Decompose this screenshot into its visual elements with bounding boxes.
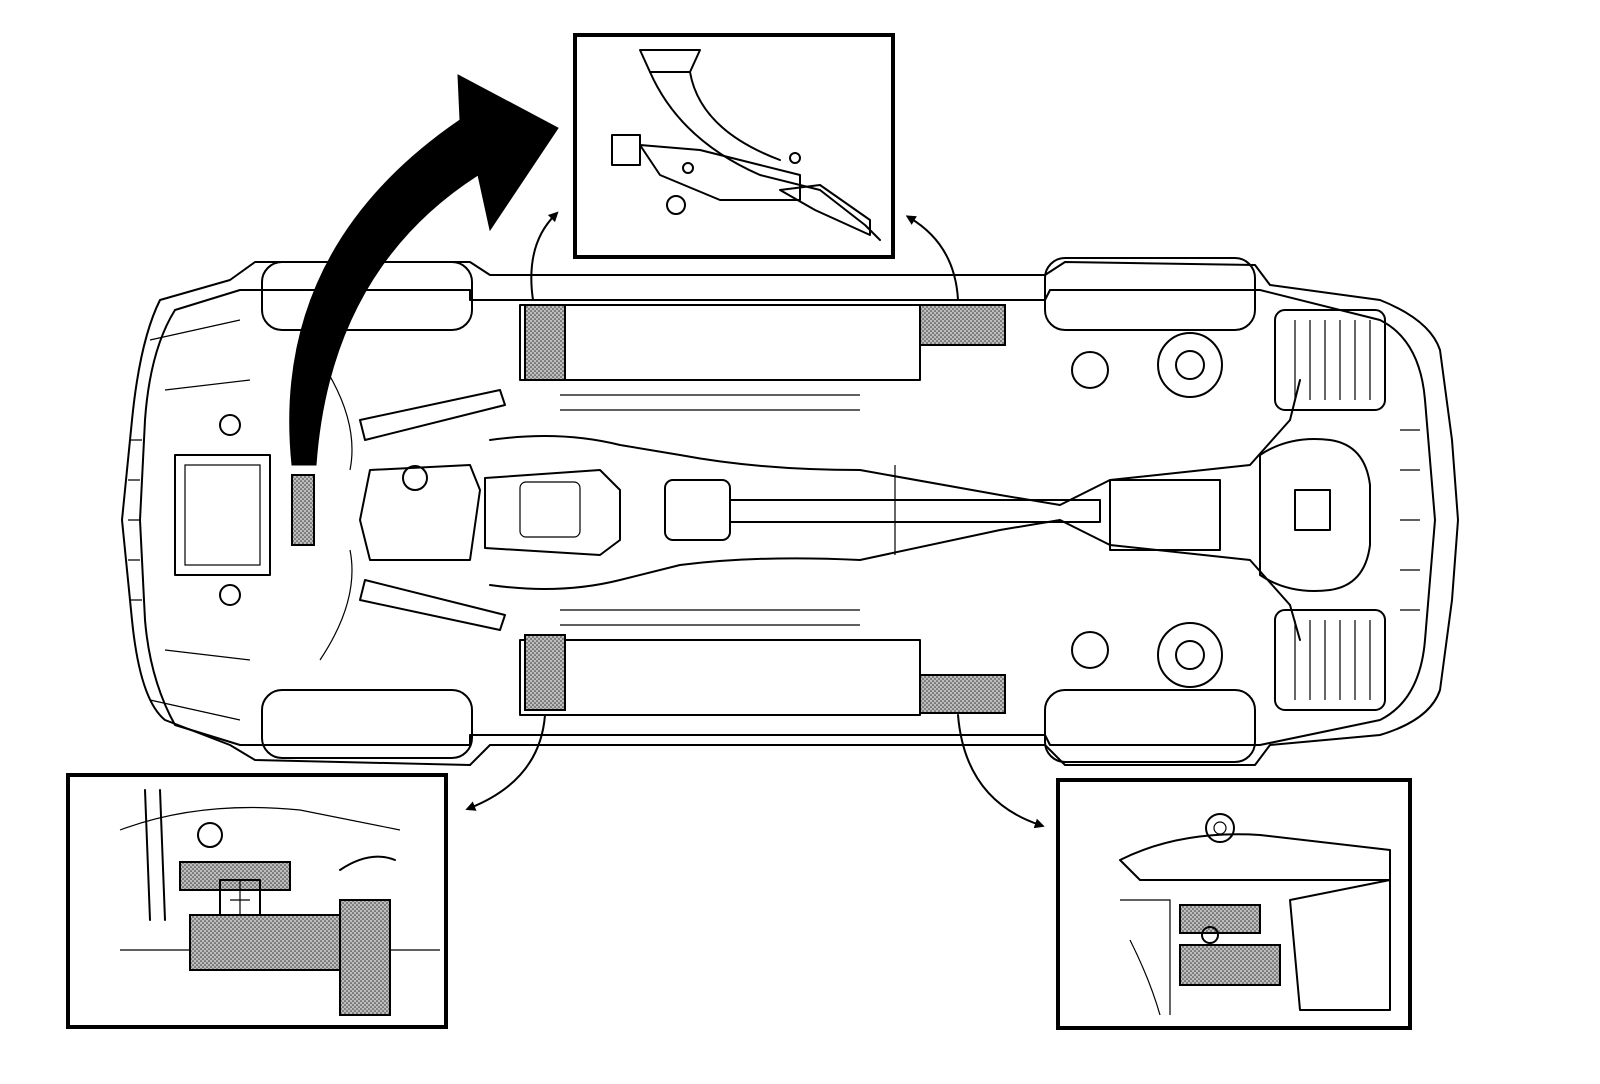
inset-top-detail [573,33,895,259]
rear-bushing-left [1071,631,1109,669]
large-curved-arrow [289,74,559,466]
jack-bolt-2 [789,152,801,164]
panel-grommet-rear-center [1213,821,1227,835]
lift-pad-upper [179,861,291,891]
rocker-rail-left [519,639,921,716]
front-control-arm-left [359,579,506,631]
rear-spring-left [1157,622,1223,688]
rocker-panel [1119,833,1391,881]
jack-saddle-bolt [1201,926,1219,944]
radiator-core [184,464,261,566]
arrow-rear-right-to-top [905,215,959,301]
jack-bolt-1 [682,162,694,174]
exhaust-pipe-right [489,379,1301,506]
harness-conduit [144,789,166,921]
front-control-arm-right [359,389,506,441]
catalytic-converter [664,479,731,541]
driveshaft [729,499,1101,523]
jack-wheel [611,134,641,166]
tire-front-left [261,689,473,759]
exhaust-pipe-left [489,519,1301,641]
arrow-rear-left-to-lower-right [957,714,1045,829]
transmission [484,469,621,556]
front-jack-point [291,474,315,546]
lift-pad-front-left [524,634,566,711]
front-crossmembers [149,319,251,721]
lift-pad-rear-upper [1179,904,1261,934]
inset-lower-right-detail [1056,778,1412,1030]
lift-pad-lower [189,914,341,971]
muffler-right [1274,309,1386,411]
rear-spring-right [1157,332,1223,398]
radiator [174,454,271,576]
jack-arm [649,71,881,241]
fuel-brake-lines [560,394,860,626]
muffler-left [1274,609,1386,711]
front-bolt-2 [219,584,241,606]
inset-lower-left-detail [66,773,448,1029]
jack-caster [666,195,686,215]
rear-differential [1109,479,1221,551]
tire-rear-right [1044,257,1256,331]
rocker-rail-right [519,304,921,381]
front-subframe [319,359,353,661]
front-bolt-1 [219,414,241,436]
oil-filter [402,465,428,491]
rear-spring-right-center [1175,350,1205,380]
body-outline [121,261,1459,766]
floor-outline [139,289,1436,746]
flange-edge [339,855,396,871]
lift-pad-rear-right [919,304,1006,346]
lift-pad-rear-left [919,674,1006,714]
arrow-front-right-to-top [530,211,559,301]
panel-grommet-rear [1205,813,1235,843]
lift-pad-front-right [524,304,566,381]
front-fascia-slots [128,439,142,601]
transmission-pan [519,481,581,538]
callout-arrows [289,74,1045,829]
tire-edge [1120,899,1171,1016]
spare-tire-well [1259,438,1371,592]
rear-frame-rail [1289,879,1391,1011]
jack-post-thread [230,880,250,915]
arrow-front-left-to-lower-left [465,714,546,811]
panel-grommet [197,822,223,848]
lift-pad-rear-lower [1179,944,1281,986]
rear-bushing-right [1071,351,1109,389]
spare-tire-bolt-plate [1294,489,1331,531]
tire-rear-left [1044,689,1256,763]
jack-post [219,879,261,916]
jack-handle-socket [779,184,871,236]
rear-spring-left-center [1175,640,1205,670]
rear-fascia-slots [1400,429,1420,611]
vehicle-underbody [121,257,1459,766]
engine-oil-pan [359,464,481,561]
rocker-flange [339,899,391,1016]
